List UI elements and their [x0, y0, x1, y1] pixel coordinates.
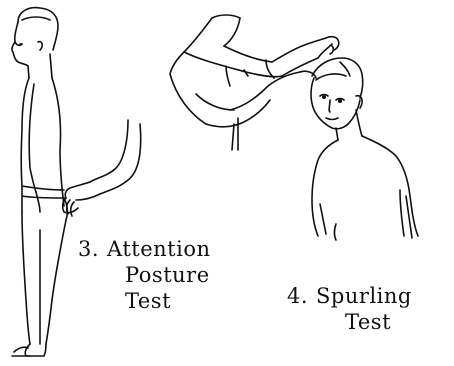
examiner-arms-figure4: [170, 15, 339, 150]
seated-patient-figure: [311, 58, 418, 240]
caption-number: 4.: [287, 284, 308, 308]
examiner-hand-figure3: [63, 120, 141, 216]
caption-line: Spurling: [316, 284, 412, 308]
standing-man-figure: [12, 8, 67, 356]
caption-number: 3.: [78, 237, 99, 261]
caption-line: Attention: [107, 237, 210, 261]
caption-line: Posture: [78, 262, 211, 288]
caption-line: Test: [78, 288, 211, 314]
caption-line: Test: [287, 309, 412, 335]
spurling-caption: 4. Spurling Test: [287, 283, 412, 335]
attention-posture-caption: 3. Attention Posture Test: [78, 236, 211, 314]
